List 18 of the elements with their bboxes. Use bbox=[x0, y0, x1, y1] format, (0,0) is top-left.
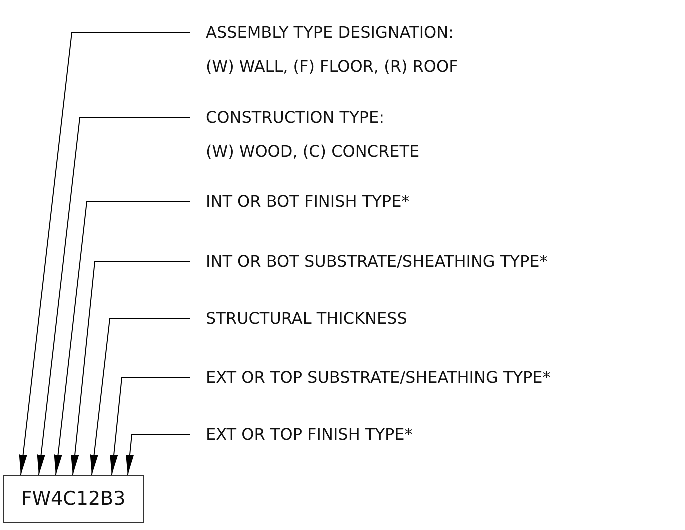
leader-arrow bbox=[110, 378, 190, 476]
callout-text: ASSEMBLY TYPE DESIGNATION: bbox=[206, 22, 456, 44]
leader-arrow bbox=[90, 318, 190, 476]
tag-box bbox=[3, 475, 144, 523]
leader-arrow bbox=[54, 202, 190, 476]
callout-description: (W) WALL, (F) FLOOR, (R) ROOF bbox=[206, 56, 458, 78]
leader-arrow bbox=[71, 262, 190, 476]
callout-text: INT OR BOT SUBSTRATE/SHEATHING TYPE* bbox=[206, 251, 548, 273]
callout-description: (W) WOOD, (C) CONCRETE bbox=[206, 141, 420, 163]
callout-text: STRUCTURAL THICKNESS bbox=[206, 308, 408, 330]
leader-arrow bbox=[19, 32, 190, 476]
callout-text: INT OR BOT FINISH TYPE* bbox=[206, 191, 410, 213]
tag-code: FW4C12B3 bbox=[21, 486, 126, 512]
leader-arrow bbox=[126, 434, 190, 476]
callout-text: EXT OR TOP FINISH TYPE* bbox=[206, 424, 413, 446]
callout-text: EXT OR TOP SUBSTRATE/SHEATHING TYPE* bbox=[206, 367, 551, 389]
leader-arrow bbox=[37, 118, 190, 476]
callout-text: CONSTRUCTION TYPE: bbox=[206, 107, 386, 129]
